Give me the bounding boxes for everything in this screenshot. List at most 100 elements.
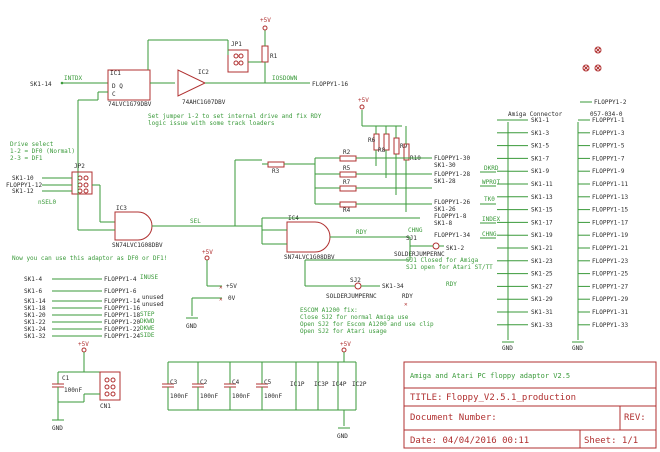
- floppy-col-label: FLOPPY1-31: [592, 309, 629, 316]
- sk-col-label: SK1-19: [531, 232, 553, 239]
- pin-floppy1-18: FLOPPY1-18: [104, 312, 141, 319]
- floppy-col-label: FLOPPY1-3: [592, 130, 625, 137]
- floppy-col-label: FLOPPY1-13: [592, 194, 629, 201]
- r8-ref: R8: [378, 147, 386, 154]
- pin-floppy1-14: FLOPPY1-14: [104, 298, 141, 305]
- floppy-col-label: FLOPPY1-11: [592, 181, 629, 188]
- r1-ref: R1: [270, 53, 278, 60]
- svg-text:✕: ✕: [404, 301, 408, 308]
- pin-sk1-4: SK1-4: [24, 276, 42, 283]
- ic4-part: SN74LVC1G08DBV: [284, 254, 335, 261]
- net-dkwe: DKWE: [140, 325, 155, 332]
- pin-sk1-10: SK1-10: [12, 175, 34, 182]
- note-drive-select-1: 1-2 = DF0 (Normal): [10, 148, 75, 155]
- pin-sk1-34: SK1-34: [382, 283, 404, 290]
- net-nsel0: nSEL0: [38, 199, 56, 206]
- sheet-label: Sheet: 1/1: [584, 436, 638, 446]
- ic3p-ref: IC3P: [314, 381, 329, 388]
- c3-ref: C3: [170, 379, 178, 386]
- ic3-block: IC3 SN74LVC1G08DBV SEL Now you can use t…: [12, 176, 262, 262]
- ic4-block: IC4 SN74LVC1G08DBV RDY: [234, 159, 420, 261]
- pin-floppy1-8: FLOPPY1-8: [434, 213, 467, 220]
- floppy-col-label: FLOPPY1-15: [592, 207, 629, 214]
- svg-text:✕: ✕: [219, 296, 223, 303]
- pin-sk1-8: SK1-8: [434, 220, 452, 227]
- pin-sk1-14-b: SK1-14: [24, 298, 46, 305]
- ic1-block: IC1 D Q C 74LVC1G79DBV INTDX SK1-14: [30, 69, 175, 176]
- sk-col-label: SK1-17: [531, 219, 553, 226]
- pin-floppy1-20: FLOPPY1-20: [104, 319, 141, 326]
- document-number-label: Document Number:: [410, 413, 497, 423]
- floppy-col-label: FLOPPY1-5: [592, 143, 625, 150]
- gnd-conn-right: GND: [572, 345, 583, 352]
- note-jumper-1: Set jumper 1-2 to set internal drive and…: [148, 113, 322, 120]
- net-wprot: WPROT: [482, 179, 500, 186]
- ic3-ref: IC3: [116, 205, 127, 212]
- pin-sk1-18: SK1-18: [24, 305, 46, 312]
- sk-col-label: SK1-15: [531, 207, 553, 214]
- mid-pin-labels: FLOPPY1-30 SK1-30 DKRD FLOPPY1-28 SK1-28…: [408, 99, 627, 252]
- gnd-mini: GND: [186, 323, 197, 330]
- floppy-col-label: FLOPPY1-27: [592, 283, 629, 290]
- sj1-part: SOLDERJUMPERNC: [394, 251, 445, 258]
- title-value: Floppy_V2.5.1_production: [446, 393, 576, 403]
- c5-value: 100nF: [264, 393, 282, 400]
- note-escom-2: Close SJ2 for normal Amiga use: [300, 314, 409, 321]
- sk-col-label: SK1-29: [531, 296, 553, 303]
- svg-text:✕: ✕: [219, 284, 223, 291]
- note-adaptor-df0-df1: Now you can use this adaptor as DF0 or D…: [12, 255, 167, 262]
- supply-mini: +5V ✕ +5V ✕ 0V GND: [186, 249, 237, 330]
- supply-5v-small: +5V: [202, 249, 213, 256]
- sk-col-label: SK1-31: [531, 309, 553, 316]
- note-escom-3: Open SJ2 for Escom A1200 and use clip: [300, 321, 434, 328]
- jp1-block: JP1 R1 +5V Set jumper 1-2 to set interna…: [147, 17, 322, 127]
- net-iosdown: IOSDOWN: [272, 75, 298, 82]
- net-unused-1: unused: [142, 294, 164, 301]
- floppy-col-label: FLOPPY1-19: [592, 232, 629, 239]
- c4-value: 100nF: [232, 393, 250, 400]
- net-index: INDEX: [482, 216, 500, 223]
- cn1-block: +5V C1 100nF GND CN1: [52, 341, 121, 432]
- supply-5v-top: +5V: [260, 17, 271, 24]
- pin-floppy1-2: FLOPPY1-2: [594, 99, 627, 106]
- sk-col-label: SK1-11: [531, 181, 553, 188]
- pin-sk1-12: SK1-12: [12, 188, 34, 195]
- note-sj1-1: SJ1 Closed for Amiga: [406, 257, 479, 264]
- pin-floppy1-6: FLOPPY1-6: [104, 288, 137, 295]
- note-drive-select-2: 2-3 = DF1: [10, 155, 43, 162]
- sj1-block: SJ1 SJ1 Closed for Amiga SJ1 open for At…: [394, 235, 493, 271]
- r4-ref: R4: [343, 207, 351, 214]
- r6-ref: R6: [368, 137, 376, 144]
- connector-ref: 057-034-0: [590, 111, 623, 118]
- net-step: STEP: [140, 311, 155, 318]
- pin-sk1-32: SK1-32: [24, 333, 46, 340]
- ic4p-ref: IC4P: [332, 381, 347, 388]
- jp2-block: Drive select 1-2 = DF0 (Normal) 2-3 = DF…: [6, 141, 115, 223]
- c4-ref: C4: [232, 379, 240, 386]
- sk-col-label: SK1-21: [531, 245, 553, 252]
- ic2-ref: IC2: [198, 69, 209, 76]
- supply-5v-mid: +5V: [358, 97, 369, 104]
- sk-col-label: SK1-3: [531, 130, 549, 137]
- net-rdy-2: RDY: [446, 281, 457, 288]
- net-dkwd: DKWD: [140, 318, 155, 325]
- net-chng: CHNG: [482, 231, 497, 238]
- net-rdy-1: RDY: [356, 229, 367, 236]
- pin-sk1-20: SK1-20: [24, 312, 46, 319]
- c2-value: 100nF: [200, 393, 218, 400]
- floppy-col-label: FLOPPY1-17: [592, 219, 629, 226]
- c5-ref: C5: [264, 379, 272, 386]
- floppy-col-label: FLOPPY1-25: [592, 271, 629, 278]
- pin-floppy1-16: FLOPPY1-16: [312, 81, 349, 88]
- pin-sk1-28: SK1-28: [434, 178, 456, 185]
- gnd-conn-left: GND: [502, 345, 513, 352]
- ic1-ref: IC1: [110, 70, 121, 77]
- jp1-ref: JP1: [231, 41, 242, 48]
- sk-col-label: SK1-1: [531, 117, 549, 124]
- net-dkrd: DKRD: [484, 165, 499, 172]
- cn1-ref: CN1: [100, 403, 111, 410]
- net-inuse: INUSE: [140, 274, 158, 281]
- pin-sk1-6: SK1-6: [24, 288, 42, 295]
